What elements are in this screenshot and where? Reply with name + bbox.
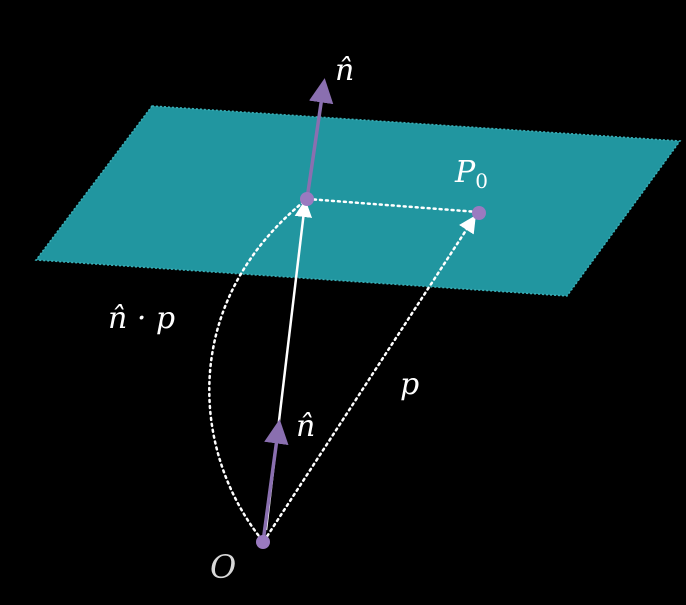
label-normal-bottom: n̂ [296,409,315,444]
label-point-p0: P0 [454,155,488,193]
in-plane-segment [306,197,480,214]
unit-normal-bottom [261,419,289,543]
label-projection: n̂ · p [108,301,175,336]
unit-normal-top [305,78,334,200]
label-point-subscript: 0 [475,169,488,193]
label-origin: O [210,548,236,586]
label-position-vector: p [400,367,419,402]
foot-point [300,192,314,206]
label-normal-top: n̂ [335,53,354,88]
point-p0 [472,206,486,220]
origin-point [256,535,270,549]
projection-arc [208,197,309,542]
plane [34,105,682,297]
position-vector-p [262,215,476,543]
